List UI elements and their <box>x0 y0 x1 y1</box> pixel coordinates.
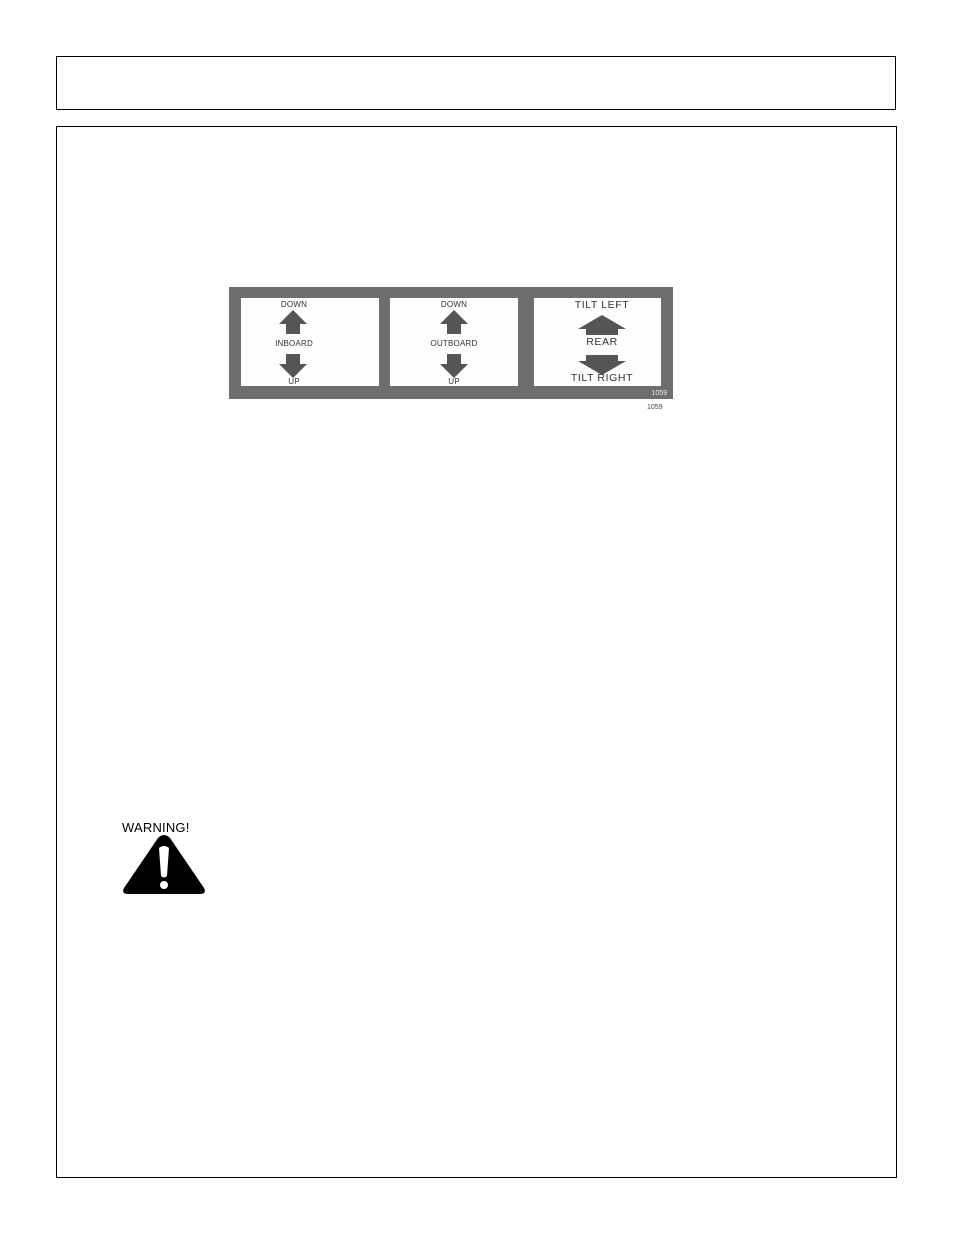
double-arrow-icon <box>440 310 468 378</box>
decal-panel-rear: TILT LEFT REAR TILT RIGHT <box>534 298 661 386</box>
panel-label-up: UP <box>448 377 460 386</box>
decal-panel-inboard: DOWN INBOARD UP <box>241 298 379 386</box>
wide-double-arrow-icon <box>578 315 626 375</box>
decal-figure-number: 1059 <box>651 390 667 397</box>
panel-label-down: DOWN <box>280 300 308 309</box>
figure-caption-number: 1059 <box>647 404 663 411</box>
header-box <box>56 56 896 110</box>
panel-label-tilt-right: TILT RIGHT <box>570 372 634 384</box>
warning-block: WARNING! <box>122 820 205 894</box>
decal-panel-outboard: DOWN OUTBOARD UP <box>390 298 518 386</box>
double-arrow-icon <box>279 310 307 378</box>
control-decal-figure: DOWN INBOARD UP DOWN OUTBOARD UP TILT LE… <box>229 287 673 399</box>
warning-label: WARNING! <box>122 820 190 835</box>
warning-triangle-icon <box>123 835 205 894</box>
panel-label-down: DOWN <box>440 300 468 309</box>
panel-label-up: UP <box>288 377 300 386</box>
panel-label-tilt-left: TILT LEFT <box>574 299 630 311</box>
content-box <box>56 126 897 1178</box>
panel-label-outboard: OUTBOARD <box>430 339 478 348</box>
panel-label-inboard: INBOARD <box>275 339 313 348</box>
panel-label-rear: REAR <box>586 336 618 348</box>
